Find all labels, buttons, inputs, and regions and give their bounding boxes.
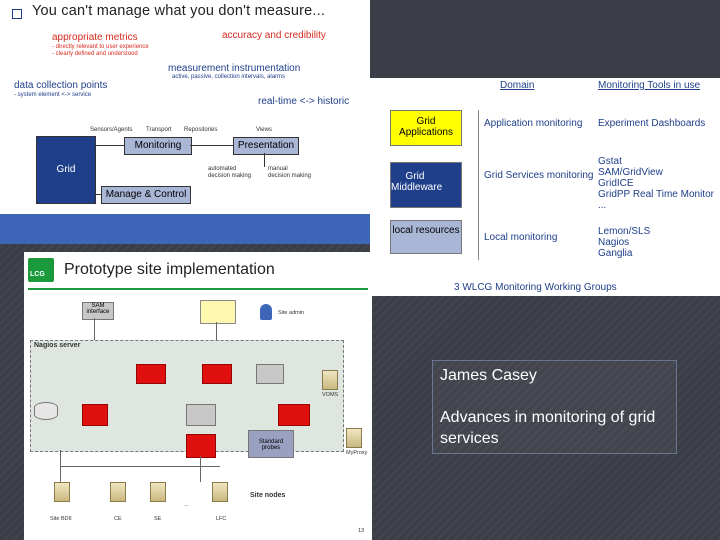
header-tools: Monitoring Tools in use <box>598 80 701 91</box>
nagios-component <box>136 364 166 384</box>
arrow-line <box>190 145 233 146</box>
nagios-component <box>82 404 108 426</box>
tools-grid-list: Gstat SAM/GridView GridICE GridPP Real T… <box>598 156 714 211</box>
node-label: SE <box>154 516 162 522</box>
credits-box: James Casey Advances in monitoring of gr… <box>432 360 677 454</box>
slide-title: You can't manage what you don't measure.… <box>32 3 326 19</box>
label-site-admin: Site admin <box>278 310 304 316</box>
grid-middleware-label: Grid Middleware <box>391 171 443 193</box>
server-icon <box>346 428 362 448</box>
server-icon <box>322 370 338 390</box>
manage-control-box: Manage & Control <box>101 186 191 204</box>
label-grid-services-monitoring: Grid Services monitoring <box>484 170 594 181</box>
page-number: 13 <box>358 528 365 534</box>
bracket-line <box>478 110 479 260</box>
label-app-monitoring: Application monitoring <box>484 118 583 129</box>
grid-applications-label: Grid Applications <box>399 116 453 138</box>
tool-item: SAM/GridView <box>598 167 663 178</box>
tool-item: Ganglia <box>598 248 633 259</box>
label-exp-dashboards: Experiment Dashboards <box>598 118 706 129</box>
tool-item: GridPP Real Time Monitor <box>598 189 714 200</box>
label-accuracy: accuracy and credibility <box>222 30 326 41</box>
server-icon <box>110 482 126 502</box>
slide-title-prototype: Prototype site implementation <box>64 261 275 278</box>
label-appropriate-metrics: appropriate metrics <box>52 32 138 43</box>
label-measurement: measurement instrumentation <box>168 63 301 74</box>
tool-item: GridICE <box>598 178 634 189</box>
user-icon <box>260 304 272 320</box>
node-label: ... <box>184 502 189 508</box>
label-footer: 3 WLCG Monitoring Working Groups <box>454 282 617 293</box>
label-measurement-sub: active, passive, collection intervals, a… <box>172 74 286 80</box>
server-icon <box>54 482 70 502</box>
connector-line <box>94 318 95 340</box>
label-voms: VOMS <box>322 392 339 398</box>
label-approp-b1: - directly relevant to user experience <box>52 44 149 50</box>
nagios-core-box <box>186 404 216 426</box>
database-icon <box>34 402 58 420</box>
label-data-collection-sub: - system element <-> service <box>14 92 92 98</box>
local-resources-label: local resources <box>392 225 460 236</box>
slide-measurement: You can't manage what you don't measure.… <box>0 0 370 244</box>
label-transport: Transport <box>146 127 172 133</box>
arrow-line <box>264 153 265 167</box>
label-realtime: real-time <-> historic <box>258 96 350 107</box>
author-name: James Casey <box>440 367 537 384</box>
label-manual-2: decision making <box>268 173 312 179</box>
nagios-component <box>278 404 310 426</box>
lcg-logo: LCG <box>28 258 54 282</box>
grid-middleware-box: Grid Middleware <box>390 162 462 208</box>
connector-line <box>60 466 220 467</box>
tool-item: Lemon/SLS <box>598 226 651 237</box>
label-repositories: Repositories <box>184 127 218 133</box>
forward-app-box <box>200 300 236 324</box>
presentation-box: Presentation <box>233 137 299 155</box>
label-sensors: Sensors/Agents <box>90 127 133 133</box>
arrow-line <box>94 194 101 195</box>
label-manual: manual <box>268 166 288 172</box>
monitoring-box: Monitoring <box>124 137 192 155</box>
connector-line <box>200 456 201 482</box>
title-rule <box>28 288 368 290</box>
node-label: LFC <box>216 516 227 522</box>
nagios-web-box <box>256 364 284 384</box>
nagios-component <box>186 434 216 458</box>
tool-item: Nagios <box>598 237 630 248</box>
local-resources-box: local resources <box>390 220 462 254</box>
label-site-nodes: Site nodes <box>250 492 286 499</box>
node-label: Site BDII <box>50 516 72 522</box>
nagios-component <box>202 364 232 384</box>
label-myproxy: MyProxy <box>346 450 368 456</box>
label-automated-2: decision making <box>208 173 252 179</box>
slide-footer-band <box>0 214 370 244</box>
node-label: CE <box>114 516 122 522</box>
label-approp-b2: - clearly defined and understood <box>52 51 138 57</box>
tools-local-list: Lemon/SLS Nagios Ganglia <box>598 226 650 259</box>
tool-item: Gstat <box>598 156 622 167</box>
connector-line <box>216 322 217 340</box>
label-views: Views <box>256 127 272 133</box>
sam-interface-box: SAM interface <box>82 302 114 320</box>
grid-applications-box: Grid Applications <box>390 110 462 146</box>
label-automated: automated <box>208 166 237 172</box>
server-icon <box>212 482 228 502</box>
standard-probes-box: Standard probes <box>248 430 294 458</box>
label-data-collection: data collection points <box>14 80 108 91</box>
bullet-icon <box>12 9 22 19</box>
talk-subject: Advances in monitoring of grid services <box>440 409 656 447</box>
label-nagios-server: Nagios server <box>34 342 81 349</box>
header-domain: Domain <box>500 80 535 91</box>
slide-domains: Domain Monitoring Tools in use Grid Appl… <box>370 0 720 296</box>
grid-box: Grid <box>36 136 96 204</box>
server-icon <box>150 482 166 502</box>
label-local-monitoring: Local monitoring <box>484 232 558 243</box>
arrow-line <box>94 145 124 146</box>
tool-item: ... <box>598 200 607 211</box>
slide-prototype: LCG Prototype site implementation SAM in… <box>24 252 372 540</box>
slide-dark-top <box>370 0 720 78</box>
